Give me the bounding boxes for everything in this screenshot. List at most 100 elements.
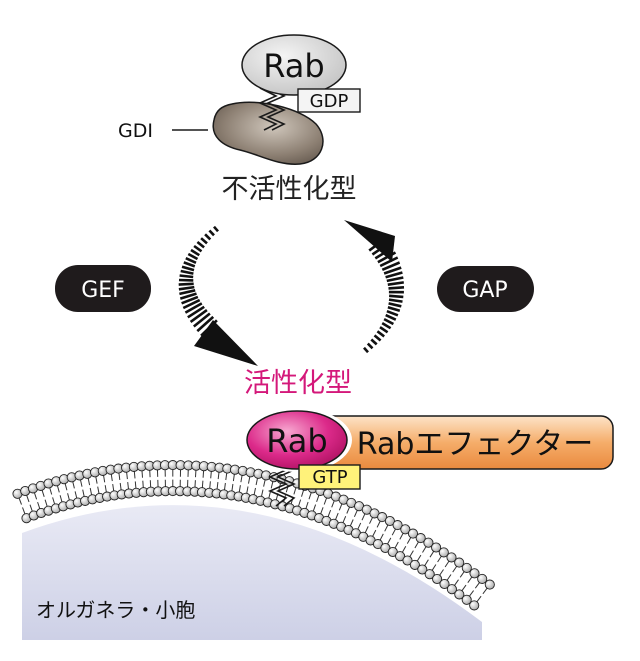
- gef-pill: [55, 265, 151, 312]
- activation-arrow-stripe: [196, 240, 205, 249]
- gdp-tag: [297, 88, 361, 113]
- activation-arrow-stripe: [182, 298, 201, 310]
- activation-arrow-stripe: [180, 269, 194, 275]
- lipid-head: [438, 547, 449, 558]
- inactivation-arrow-stripe: [363, 346, 369, 354]
- inactivation-arrow-stripe: [366, 342, 374, 350]
- active-state-label: 活性化型: [244, 368, 352, 399]
- activation-arrow-stripe: [181, 265, 195, 272]
- inactive-lipid-anchor: [258, 87, 286, 131]
- lipid-head: [454, 557, 465, 568]
- lipid-head: [454, 589, 465, 600]
- inactivation-arrow-stripe: [376, 330, 385, 338]
- lipid-head: [461, 594, 472, 605]
- lipid-head: [395, 551, 406, 562]
- gef-badge: GEF: [55, 265, 151, 312]
- rab-active: [246, 410, 348, 470]
- gdi-label: GDI: [118, 120, 153, 142]
- activation-arrow-stripe: [181, 295, 199, 305]
- gap-badge: GAP: [437, 266, 534, 312]
- activation-arrow-stripe: [184, 302, 203, 314]
- gef-label: GEF: [81, 278, 125, 303]
- activation-arrow-stripe: [196, 315, 215, 333]
- activation-arrow: [178, 225, 258, 366]
- lipid-head: [407, 528, 419, 539]
- lipid-head: [469, 568, 480, 579]
- lipid-head: [432, 573, 443, 585]
- activation-arrow-stripe: [179, 289, 196, 296]
- inactivation-arrow-stripe: [388, 294, 404, 299]
- inactivation-arrow-stripe: [381, 321, 392, 330]
- inactivation-arrow-stripe: [385, 313, 397, 321]
- lipid-head: [400, 524, 411, 535]
- inactivation-arrow-stripe: [373, 334, 382, 342]
- lipid-head: [392, 520, 403, 531]
- activation-arrow-stripe: [187, 252, 199, 261]
- inactivation-arrow-stripe: [381, 261, 401, 271]
- rab-inactive: [241, 34, 347, 96]
- inactivation-arrow-stripe: [385, 271, 403, 279]
- activation-arrow-stripe: [192, 312, 211, 328]
- inactivation-arrow-stripe: [383, 266, 402, 275]
- lipid-head: [402, 555, 413, 566]
- lipid-head: [417, 564, 428, 575]
- gtp-label: GTP: [312, 467, 347, 488]
- rab-active-label: Rab: [266, 422, 327, 460]
- lipid-bilayer-membrane: [12, 460, 495, 611]
- gap-pill: [437, 266, 534, 312]
- inactive-state-label: 不活性化型: [222, 174, 357, 205]
- inactivation-arrow-stripe: [388, 302, 402, 308]
- activation-arrow-stripe: [179, 274, 194, 279]
- rab-inactive-label: Rab: [263, 47, 324, 85]
- activation-arrow-stripe: [183, 261, 196, 268]
- activation-arrow-stripe: [204, 233, 212, 241]
- lipid-head: [461, 562, 472, 573]
- activation-arrow-stripe: [178, 282, 194, 286]
- inactivation-arrow-stripe: [388, 286, 405, 290]
- inactivation-arrow-stripe: [379, 256, 399, 268]
- lipid-head: [415, 533, 426, 544]
- inactivation-arrowhead: [344, 220, 395, 262]
- lipid-head: [409, 559, 420, 570]
- inactivation-arrow-shaft: [363, 236, 405, 354]
- gap-label: GAP: [462, 278, 507, 303]
- lipid-head: [424, 569, 435, 580]
- activation-arrow-stripe: [200, 237, 208, 245]
- lipid-head: [431, 542, 442, 553]
- activation-arrow-shaft: [178, 225, 219, 337]
- activation-arrow-stripe: [179, 292, 197, 300]
- lipid-head: [469, 600, 480, 611]
- activation-arrow-stripe: [187, 305, 205, 319]
- gdi-protein: [212, 101, 324, 165]
- activation-arrow-stripe: [189, 309, 208, 323]
- active-complex: Rabエフェクター Rab GTP: [244, 408, 614, 507]
- inactivation-arrow-stripe: [387, 306, 401, 313]
- inactivation-arrow-stripe: [386, 309, 399, 317]
- organelle-label: オルガネラ・小胞: [36, 598, 195, 622]
- lipid-head: [446, 584, 457, 595]
- organelle: オルガネラ・小胞: [12, 460, 495, 640]
- activation-arrow-stripe: [178, 285, 195, 291]
- lipid-head: [384, 515, 395, 527]
- lipid-head: [484, 579, 495, 590]
- inactive-complex: Rab GDP GDI 不活性化型: [118, 34, 361, 205]
- organelle-body: [22, 505, 482, 640]
- lipid-head: [439, 578, 450, 590]
- inactivation-arrow: [344, 220, 405, 354]
- inactivation-arrow-stripe: [383, 317, 395, 326]
- inactivation-arrow-stripe: [388, 298, 403, 303]
- gdp-label: GDP: [310, 91, 349, 112]
- lipid-head: [446, 552, 457, 563]
- inactivation-arrow-stripe: [386, 276, 404, 283]
- rab-effector-label: Rabエフェクター: [357, 427, 593, 462]
- activation-arrow-stripe: [193, 244, 203, 253]
- activation-arrow-stripe: [213, 225, 219, 233]
- activation-arrow-stripe: [190, 248, 200, 257]
- inactivation-arrow-stripe: [370, 338, 378, 346]
- activation-arrow-stripe: [185, 257, 197, 264]
- inactivation-arrow-stripe: [379, 326, 389, 334]
- gtp-tag: [298, 464, 361, 490]
- lipid-head: [423, 537, 434, 548]
- inactivation-arrow-stripe: [387, 281, 404, 286]
